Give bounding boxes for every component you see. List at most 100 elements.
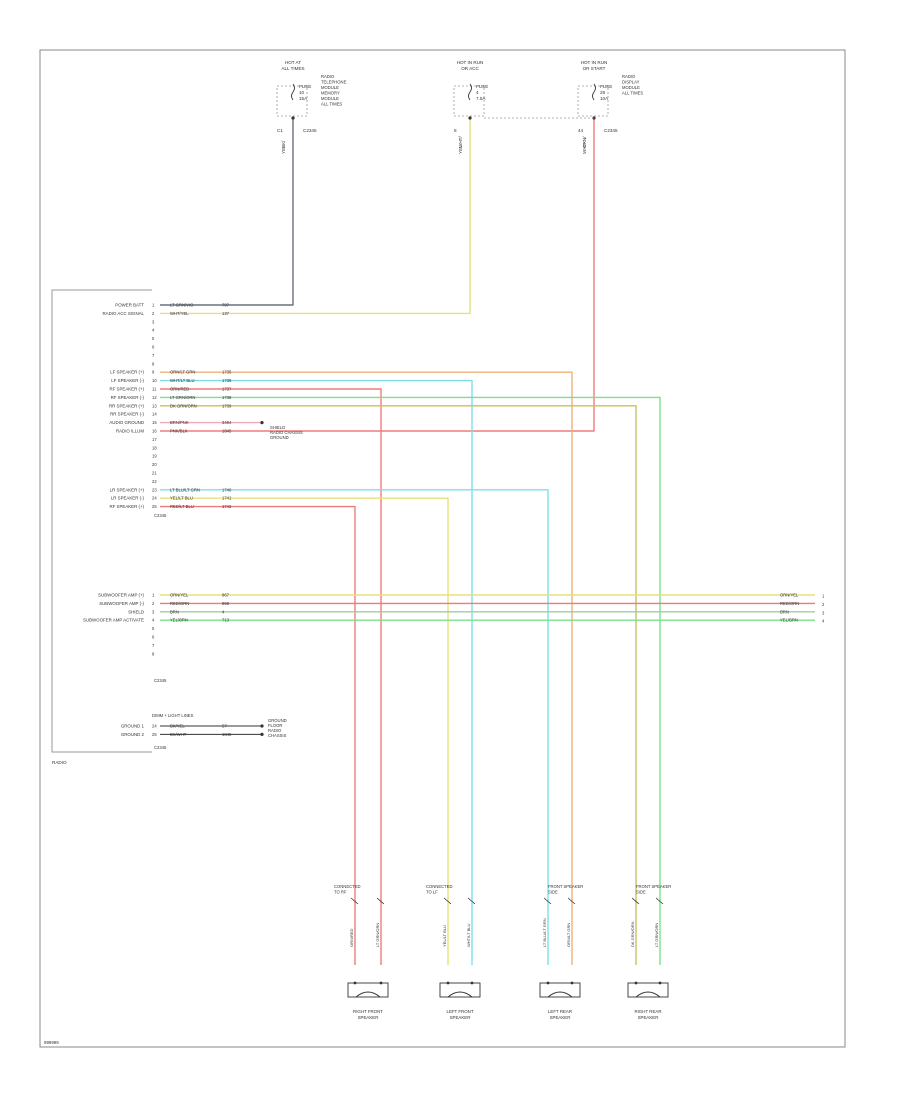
ground-dot: [260, 724, 264, 728]
pin-number: 21: [152, 471, 157, 476]
fuse-note: RADIO: [622, 74, 636, 79]
wire-layer: [160, 118, 815, 965]
diagram-frame: [39, 49, 846, 1048]
pin-circuit-number: 1742: [222, 504, 232, 509]
wire-speaker: [160, 388, 382, 965]
subwoofer-wire-label: RED/ORN: [780, 601, 799, 606]
ground-dot: [260, 732, 264, 737]
speaker-cone-icon: [547, 991, 573, 998]
pin-number: 4: [152, 618, 155, 623]
pin-function-label: GROUND 2: [121, 732, 145, 737]
pin-number: 6: [152, 345, 155, 350]
fuse-box-title: HOT IN RUN: [457, 60, 484, 65]
speaker-wire-code: LT GRN/ORN: [654, 923, 659, 947]
speaker-name: LEFT FRONT: [447, 1009, 474, 1014]
splice-mark: [631, 897, 640, 905]
speaker-icon: [439, 982, 481, 998]
pin-number: 5: [152, 626, 155, 631]
subwoofer-pin-number: 1: [822, 594, 825, 599]
wire-speaker: [160, 379, 473, 965]
speaker-splice-label: FRONT SPEAKER: [636, 884, 671, 889]
splice-mark: [443, 897, 452, 905]
pin-number: 10: [152, 378, 157, 383]
pin-number: 18: [152, 445, 157, 450]
speaker-name: RIGHT FRONT: [353, 1009, 383, 1014]
fuse-output-dot: [468, 116, 472, 120]
pin-number: 25: [152, 732, 157, 737]
fuse-box-outline: [276, 85, 308, 117]
wire-speaker: [160, 396, 661, 965]
speaker-splice-label: TO RF: [334, 890, 347, 895]
speaker-splice-label: FRONT SPEAKER: [548, 884, 583, 889]
splice-mark: [376, 897, 385, 905]
fuse-box-title: ALL TIMES: [281, 66, 304, 71]
pin-number: 6: [152, 635, 155, 640]
fuse-pin-number: 44: [578, 128, 584, 133]
pin-number: 9: [152, 370, 155, 375]
pin-circuit-number: 4: [222, 609, 225, 614]
pin-circuit-number: 1738: [222, 395, 232, 400]
pin-wire-color: ORN/YEL: [170, 593, 189, 598]
fuse-box-title: OR ACC: [461, 66, 479, 71]
speaker-wire-code: WHT/LT BLU: [466, 923, 471, 947]
speaker-terminal: [379, 981, 383, 985]
fuse-note: ALL TIMES: [321, 102, 342, 107]
pin-number: 22: [152, 479, 157, 484]
fuse-output-dot: [291, 116, 295, 120]
speaker-name: RIGHT REAR: [635, 1009, 662, 1014]
pin-circuit-number: 1845: [222, 732, 232, 737]
fuse-box-outline: [577, 85, 609, 117]
fuse-label: 10A: [600, 96, 609, 101]
pin-number: 16: [152, 429, 157, 434]
pin-function-label: RF SPEAKER (+): [109, 387, 144, 392]
speaker-icon: [627, 982, 669, 998]
pin-function-label: RADIO ACC SIGNAL: [103, 311, 145, 316]
pin-circuit-number: 797: [222, 303, 230, 308]
pin-function-label: LF SPEAKER (-): [111, 378, 144, 383]
fuse-icon: [592, 83, 596, 101]
speaker-terminal: [353, 981, 357, 985]
speaker-wire-code: LT BLU/LT GRN: [542, 918, 547, 947]
fuse-label: 10: [299, 90, 305, 95]
fuse-pin-number: 8: [454, 128, 457, 133]
ground-header: DIMM + LIGHT LINES: [152, 713, 194, 718]
fuse-wire-code: WHT/: [458, 136, 463, 148]
pin-number: 15: [152, 420, 157, 425]
wire-speaker: [160, 505, 356, 965]
pin-function-label: RADIO ILLUM: [116, 429, 144, 434]
speaker-wire-code: DK GRN/ORN: [630, 921, 635, 947]
speaker-terminal: [570, 981, 574, 985]
component-layer: [51, 83, 669, 998]
speaker-splice-label: CONNECTED: [334, 884, 361, 889]
pin-number: 13: [152, 403, 157, 408]
shield-note: SHIELD: [270, 425, 285, 430]
fuse-wire-code: WHT: [582, 143, 587, 154]
fuse-icon: [291, 83, 295, 101]
fuse-note: MODULE: [622, 85, 640, 90]
splice-mark: [655, 897, 664, 905]
pin-number: 1: [152, 303, 155, 308]
pin-wire-color: ORN/RED: [170, 387, 189, 392]
pin-circuit-number: 137: [222, 311, 230, 316]
fuse-note: MODULE: [321, 85, 339, 90]
wire-speaker: [160, 489, 549, 965]
pin-wire-color: LT BLU/LT GRN: [170, 487, 200, 492]
pin-number: 7: [152, 643, 155, 648]
pin-function-label: GROUND 1: [121, 724, 145, 729]
splice-mark: [350, 897, 359, 905]
pin-circuit-number: 867: [222, 593, 230, 598]
fuse-label: FUSE: [299, 84, 311, 89]
speaker-name: SPEAKER: [358, 1015, 379, 1020]
pin-circuit-number: 1736: [222, 378, 232, 383]
pin-number: 20: [152, 462, 157, 467]
speaker-terminal: [546, 981, 550, 985]
speaker-terminal: [658, 981, 662, 985]
pin-number: 25: [152, 504, 157, 509]
pin-circuit-number: 3494: [222, 420, 232, 425]
pin-circuit-number: 57: [222, 724, 227, 729]
splice-mark: [543, 897, 552, 905]
pin-number: 5: [152, 336, 155, 341]
ground-note: CHASSIS: [268, 733, 287, 738]
pin-function-label: SUBWOOFER AMP ACTIVATE: [83, 618, 144, 623]
fuse-label: FUSE: [600, 84, 612, 89]
